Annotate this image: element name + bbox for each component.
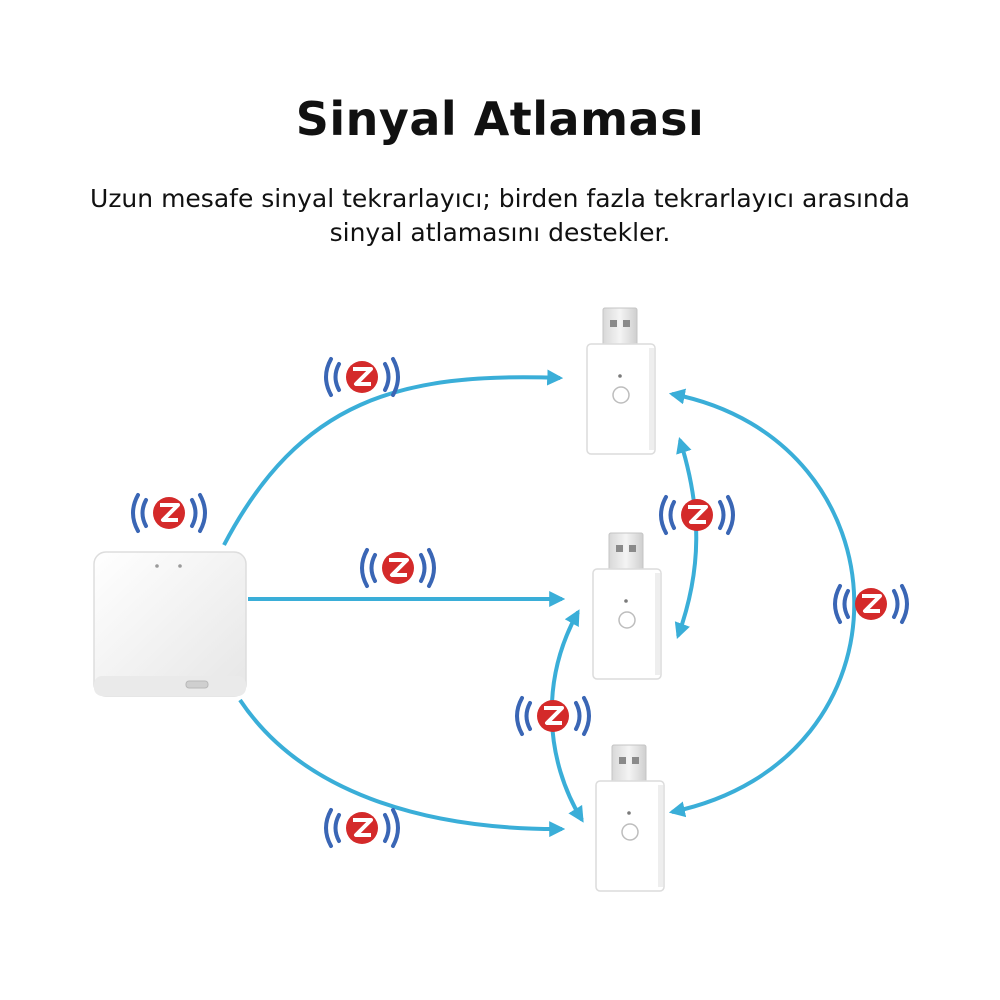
link-gateway-to-bottom bbox=[238, 698, 566, 838]
repeater-bottom bbox=[595, 744, 665, 892]
link-top-middle bbox=[674, 436, 699, 640]
zigbee-signal-icon bbox=[324, 808, 400, 848]
repeater-top bbox=[586, 307, 656, 455]
link-top-bottom bbox=[668, 388, 857, 818]
zigbee-signal-icon bbox=[324, 357, 400, 397]
link-gateway-to-top bbox=[222, 369, 564, 546]
zigbee-signal-icon bbox=[515, 696, 591, 736]
page-subtitle: Uzun mesafe sinyal tekrarlayıcı; birden … bbox=[20, 182, 980, 250]
gateway-hub bbox=[93, 551, 247, 697]
subtitle-line-1: Uzun mesafe sinyal tekrarlayıcı; birden … bbox=[90, 184, 910, 213]
repeater-middle bbox=[592, 532, 662, 680]
subtitle-line-2: sinyal atlamasını destekler. bbox=[329, 218, 671, 247]
zigbee-signal-icon bbox=[659, 495, 735, 535]
zigbee-signal-icon bbox=[131, 493, 207, 533]
zigbee-signal-icon bbox=[833, 584, 909, 624]
page-title: Sinyal Atlaması bbox=[295, 92, 705, 146]
zigbee-signal-icon bbox=[360, 548, 436, 588]
